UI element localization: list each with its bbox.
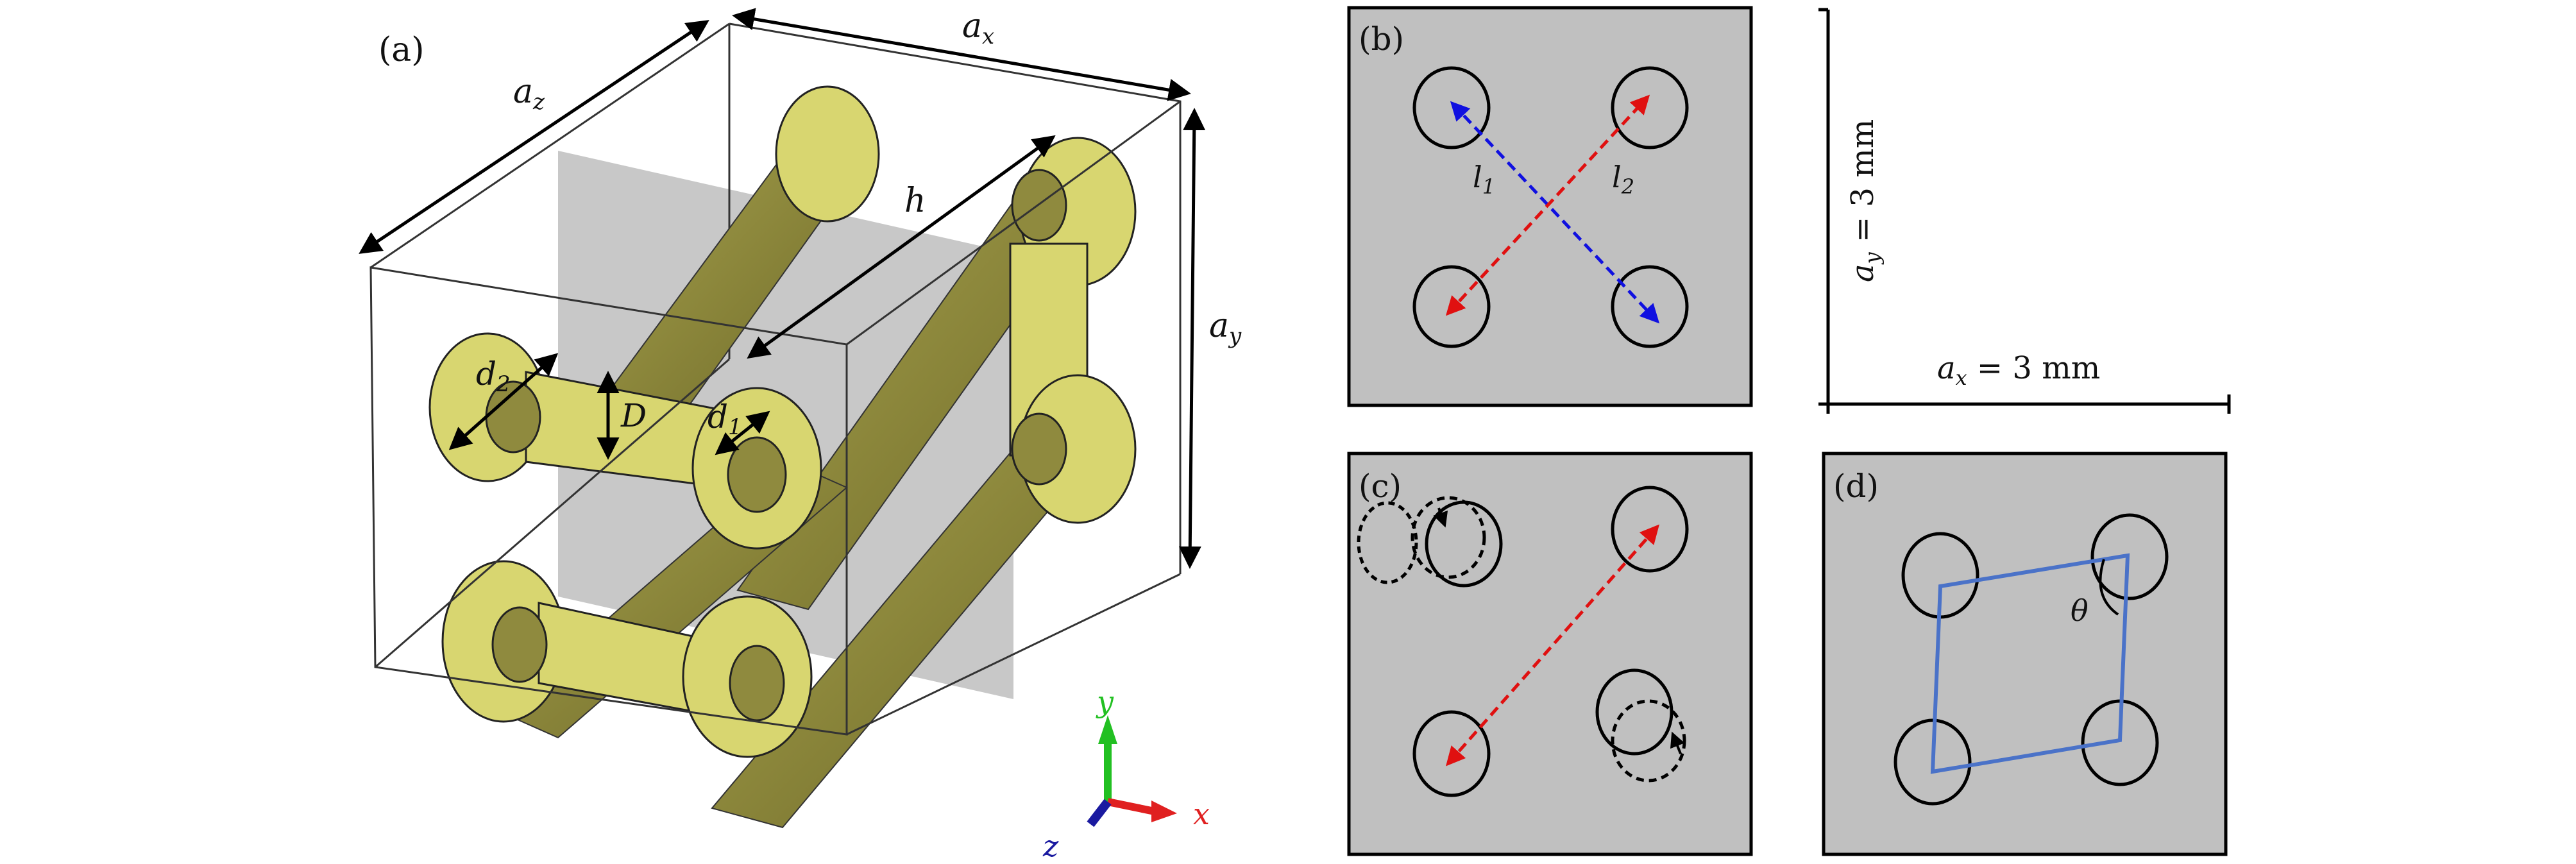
rotate-arrow-top	[1433, 507, 1448, 528]
theta-arc	[2099, 559, 2119, 616]
panel-c-label: (c)	[1359, 468, 1402, 505]
panel-a-label: (a)	[378, 31, 425, 69]
front-dumbbell-bottom	[441, 560, 813, 758]
panel-b-label: (b)	[1359, 21, 1404, 58]
panel-a: (a)	[359, 7, 1242, 863]
h-label: h	[904, 182, 926, 220]
panel-b: (b) l1 l2	[1347, 6, 1753, 407]
x-axis-label: x	[1193, 797, 1210, 831]
ay-arrow	[1178, 108, 1206, 569]
az-arrow	[359, 20, 709, 254]
az-label: az	[513, 72, 545, 115]
d2-arrow	[448, 353, 559, 450]
back-dumbbell-right	[1009, 137, 1137, 524]
l2-arrow	[1445, 94, 1650, 316]
rotate-arrow-bottom	[1670, 731, 1685, 754]
scale-bar: ay = 3 mm ax = 3 mm	[1818, 8, 2231, 414]
h-arrow	[747, 135, 1056, 359]
axis-triad: y x z	[1042, 684, 1210, 863]
d2-label: d2	[476, 355, 511, 397]
ax-arrow	[732, 8, 1191, 101]
lattice-parallelogram	[1930, 553, 2130, 774]
l2-arrow-c	[1446, 524, 1659, 767]
ay-label: ay	[1209, 307, 1242, 349]
z-axis-label: z	[1042, 829, 1059, 863]
y-axis-label: y	[1096, 684, 1114, 719]
panel-c: (c)	[1347, 452, 1753, 856]
theta-label: θ	[2071, 593, 2089, 628]
back-dumbbell-left	[775, 85, 880, 223]
d1-arrow	[715, 411, 770, 455]
d1-label: d1	[708, 398, 742, 440]
ax-scale-label: ax = 3 mm	[1937, 350, 2100, 390]
D-label: D	[620, 397, 647, 434]
hole-shifted	[1357, 501, 1418, 584]
ax-label: ax	[962, 7, 994, 49]
ay-scale-label: ay = 3 mm	[1845, 119, 1885, 282]
panel-d-label: (d)	[1833, 468, 1879, 505]
l1-label: l1	[1473, 160, 1495, 199]
panel-d: (d) θ	[1822, 452, 2228, 856]
l2-label: l2	[1612, 160, 1634, 199]
